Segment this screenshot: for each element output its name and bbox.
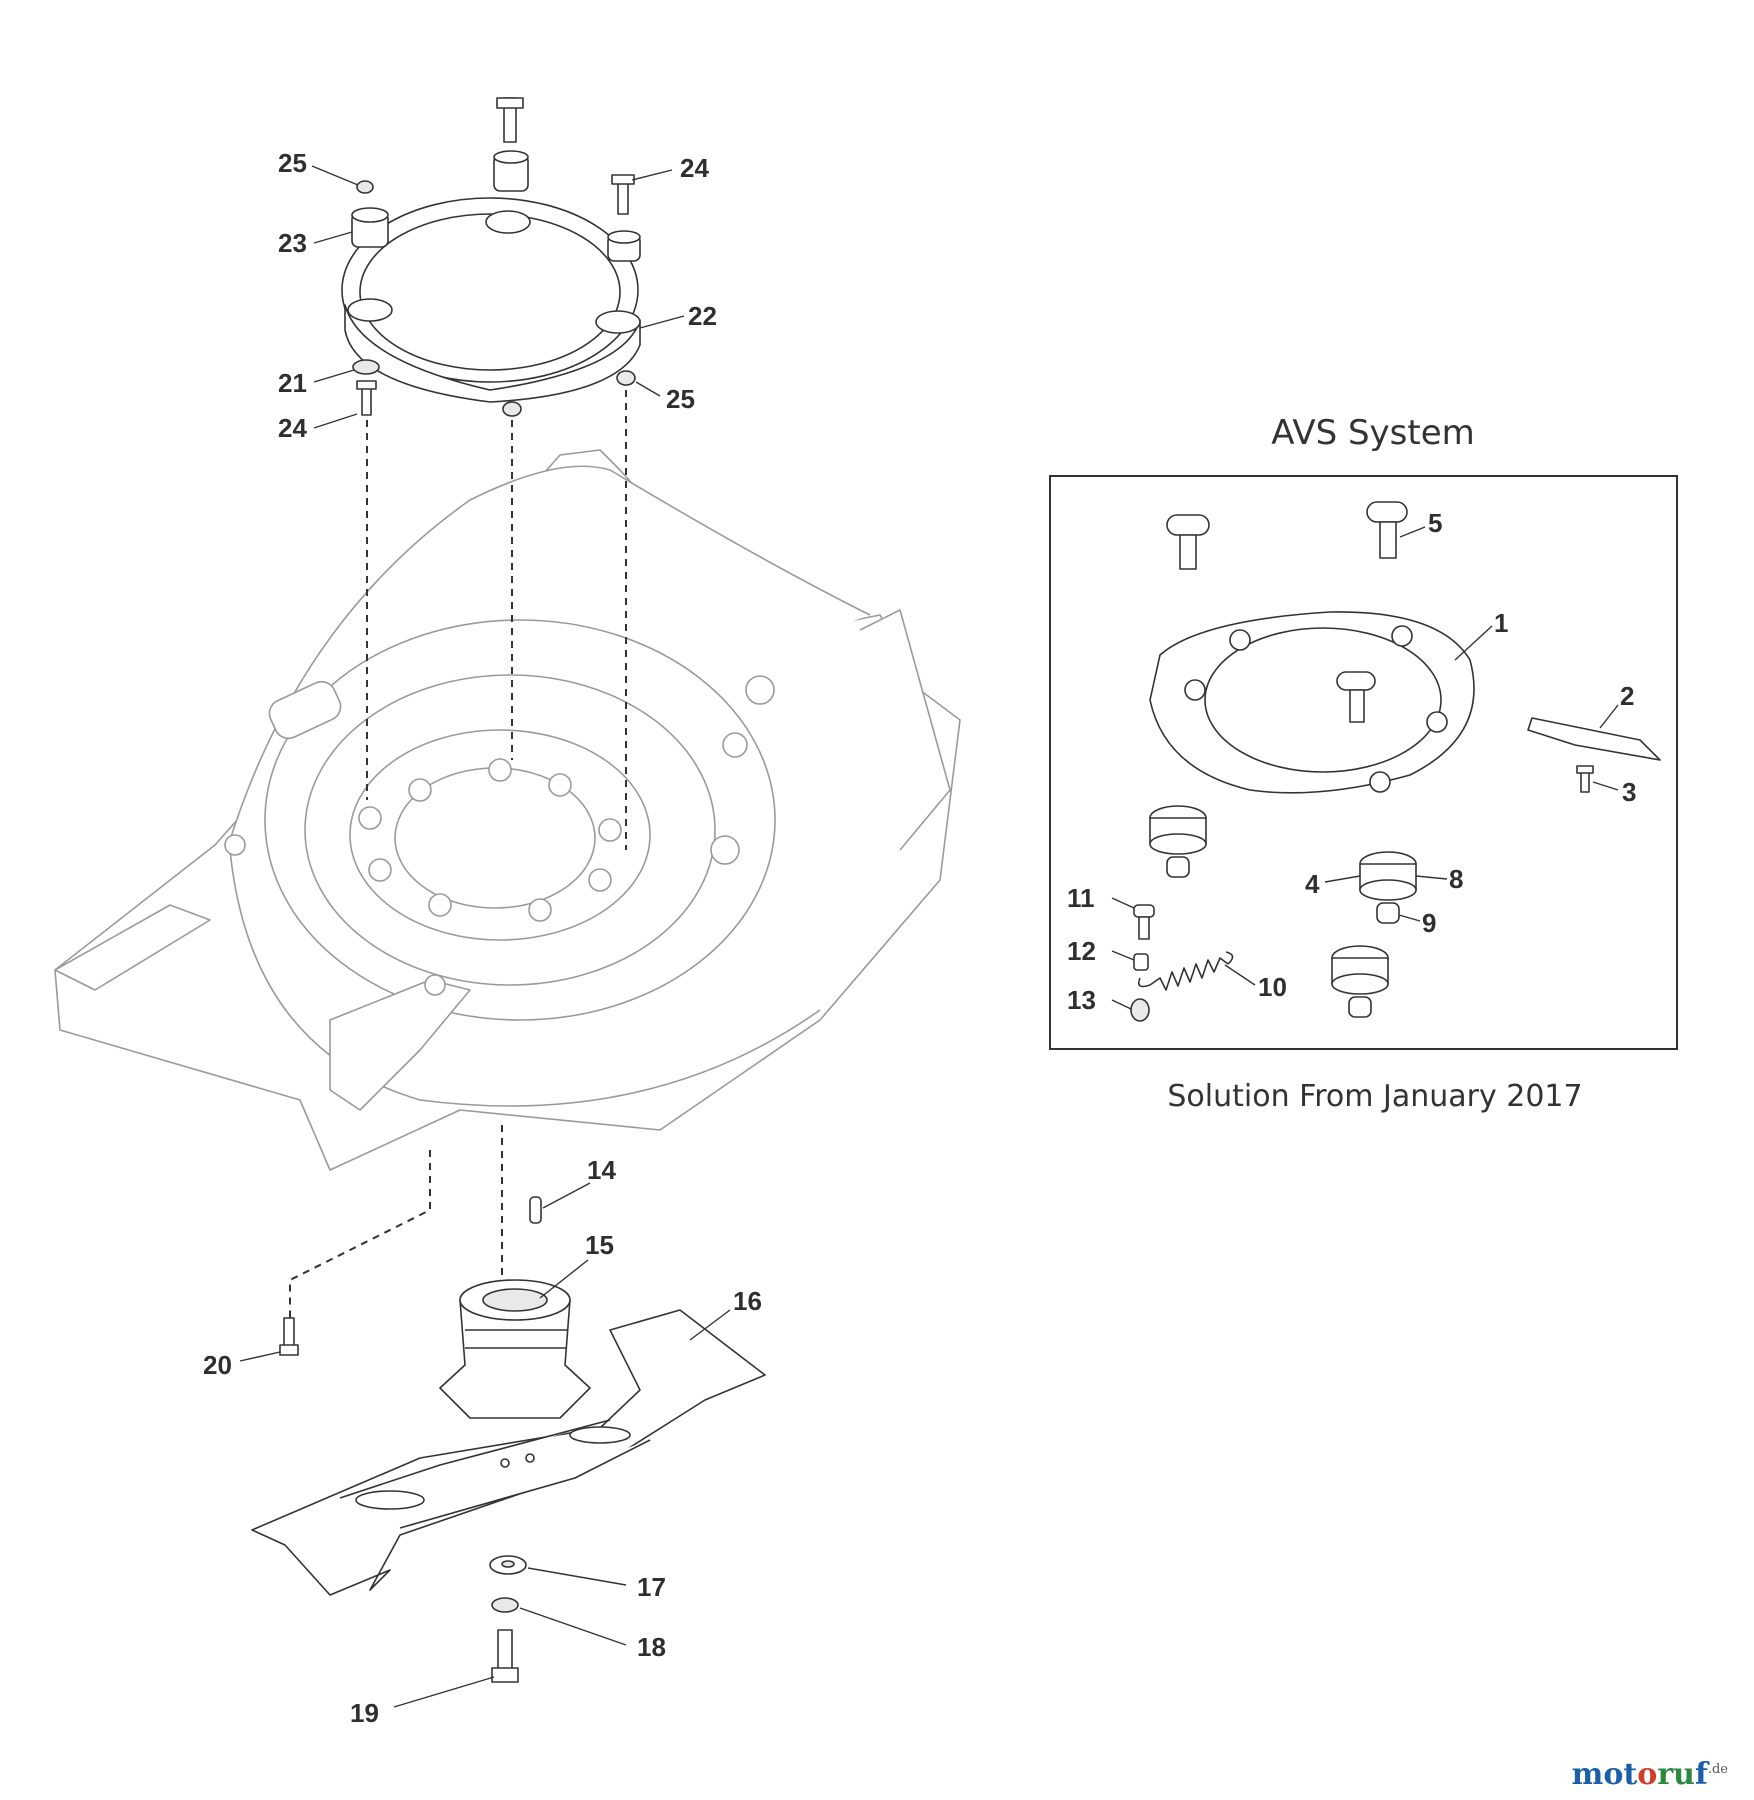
assembly-dash-lines — [289, 390, 627, 1340]
blade-assembly — [251, 1196, 766, 1683]
callout-14: 14 — [587, 1155, 616, 1185]
avs-leaders — [1111, 526, 1619, 1010]
callout-13: 13 — [1067, 985, 1096, 1015]
callout-19: 19 — [350, 1698, 379, 1728]
callout-labels: 25 23 24 22 21 24 25 14 15 16 17 18 19 2… — [203, 148, 1636, 1728]
callout-5: 5 — [1428, 508, 1442, 538]
callout-21: 21 — [278, 368, 307, 398]
callout-24-bottom: 24 — [278, 413, 307, 443]
top-ring-assembly — [341, 97, 641, 417]
callout-1: 1 — [1494, 608, 1508, 638]
callout-4: 4 — [1305, 869, 1320, 899]
callout-12: 12 — [1067, 936, 1096, 966]
callout-17: 17 — [637, 1572, 666, 1602]
callout-25-right: 25 — [666, 384, 695, 414]
inset-caption: Solution From January 2017 — [1167, 1079, 1582, 1114]
callout-20: 20 — [203, 1350, 232, 1380]
callout-18: 18 — [637, 1632, 666, 1662]
main-leaders — [239, 165, 731, 1708]
callout-24-top: 24 — [680, 153, 709, 183]
avs-parts — [1130, 501, 1661, 1022]
callout-15: 15 — [585, 1230, 614, 1260]
callout-23: 23 — [278, 228, 307, 258]
callout-22: 22 — [688, 301, 717, 331]
callout-2: 2 — [1620, 681, 1634, 711]
callout-10: 10 — [1258, 972, 1287, 1002]
inset-title: AVS System — [1271, 413, 1475, 453]
mower-deck — [54, 449, 961, 1171]
watermark-logo: motoruf.de — [1571, 1757, 1728, 1792]
callout-8: 8 — [1449, 864, 1463, 894]
callout-25-top: 25 — [278, 148, 307, 178]
callout-9: 9 — [1422, 908, 1436, 938]
callout-16: 16 — [733, 1286, 762, 1316]
callout-3: 3 — [1622, 777, 1636, 807]
callout-11: 11 — [1067, 883, 1095, 913]
avs-inset-frame — [1049, 475, 1678, 1050]
